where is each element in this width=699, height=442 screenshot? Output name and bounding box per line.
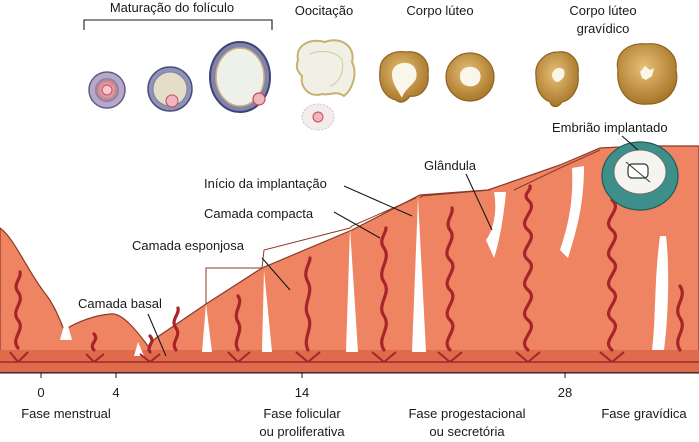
label-corpus-luteum: Corpo lúteo [406, 3, 473, 18]
phase-progestational-2: ou secretória [429, 424, 505, 439]
label-basal-layer: Camada basal [78, 296, 162, 311]
implanted-embryo-icon [601, 141, 679, 211]
label-corpus-luteum-pregnancy-1: Corpo lúteo [569, 3, 636, 18]
label-corpus-luteum-pregnancy-2: gravídico [577, 21, 630, 36]
label-spongy-layer: Camada esponjosa [132, 238, 245, 253]
label-compact-layer: Camada compacta [204, 206, 314, 221]
tick-day-14: 14 [295, 385, 309, 400]
pointer-gland [465, 173, 493, 231]
follicle-bracket [83, 19, 273, 30]
phase-progestational-1: Fase progestacional [408, 406, 525, 421]
tick-day-28: 28 [558, 385, 572, 400]
tick-day-0: 0 [37, 385, 44, 400]
label-ovulation: Oocitação [295, 3, 354, 18]
label-implantation-start: Início da implantação [204, 176, 327, 191]
follicle-early-icon [88, 71, 126, 109]
phase-pregnancy: Fase gravídica [601, 406, 687, 421]
phase-follicular-2: ou proliferativa [259, 424, 345, 439]
follicle-mature-icon [209, 41, 271, 113]
corpus-luteum-late-icon [535, 51, 579, 108]
pointer-implanted-embryo [621, 135, 639, 151]
ovulation-icon [295, 39, 356, 131]
follicle-middle-icon [147, 66, 193, 112]
corpus-luteum-pregnancy-icon [616, 43, 678, 105]
endometrium [0, 145, 699, 373]
pointer-spongy-layer [261, 257, 291, 291]
label-follicle-maturation: Maturação do folículo [110, 0, 234, 15]
label-gland: Glândula [424, 158, 477, 173]
corpus-luteum-icon [445, 52, 495, 102]
phase-follicular-1: Fase folicular [263, 406, 341, 421]
endometrial-glands [14, 184, 684, 354]
pointer-compact-layer [333, 211, 381, 239]
phase-menstrual: Fase menstrual [21, 406, 111, 421]
pointer-basal-layer [147, 313, 167, 357]
corpus-luteum-forming-icon [379, 51, 429, 103]
time-axis [0, 372, 699, 378]
label-implanted-embryo: Embrião implantado [552, 120, 668, 135]
basal-arteries [0, 351, 699, 363]
pointer-implantation-start [343, 185, 413, 217]
tick-day-4: 4 [112, 385, 119, 400]
